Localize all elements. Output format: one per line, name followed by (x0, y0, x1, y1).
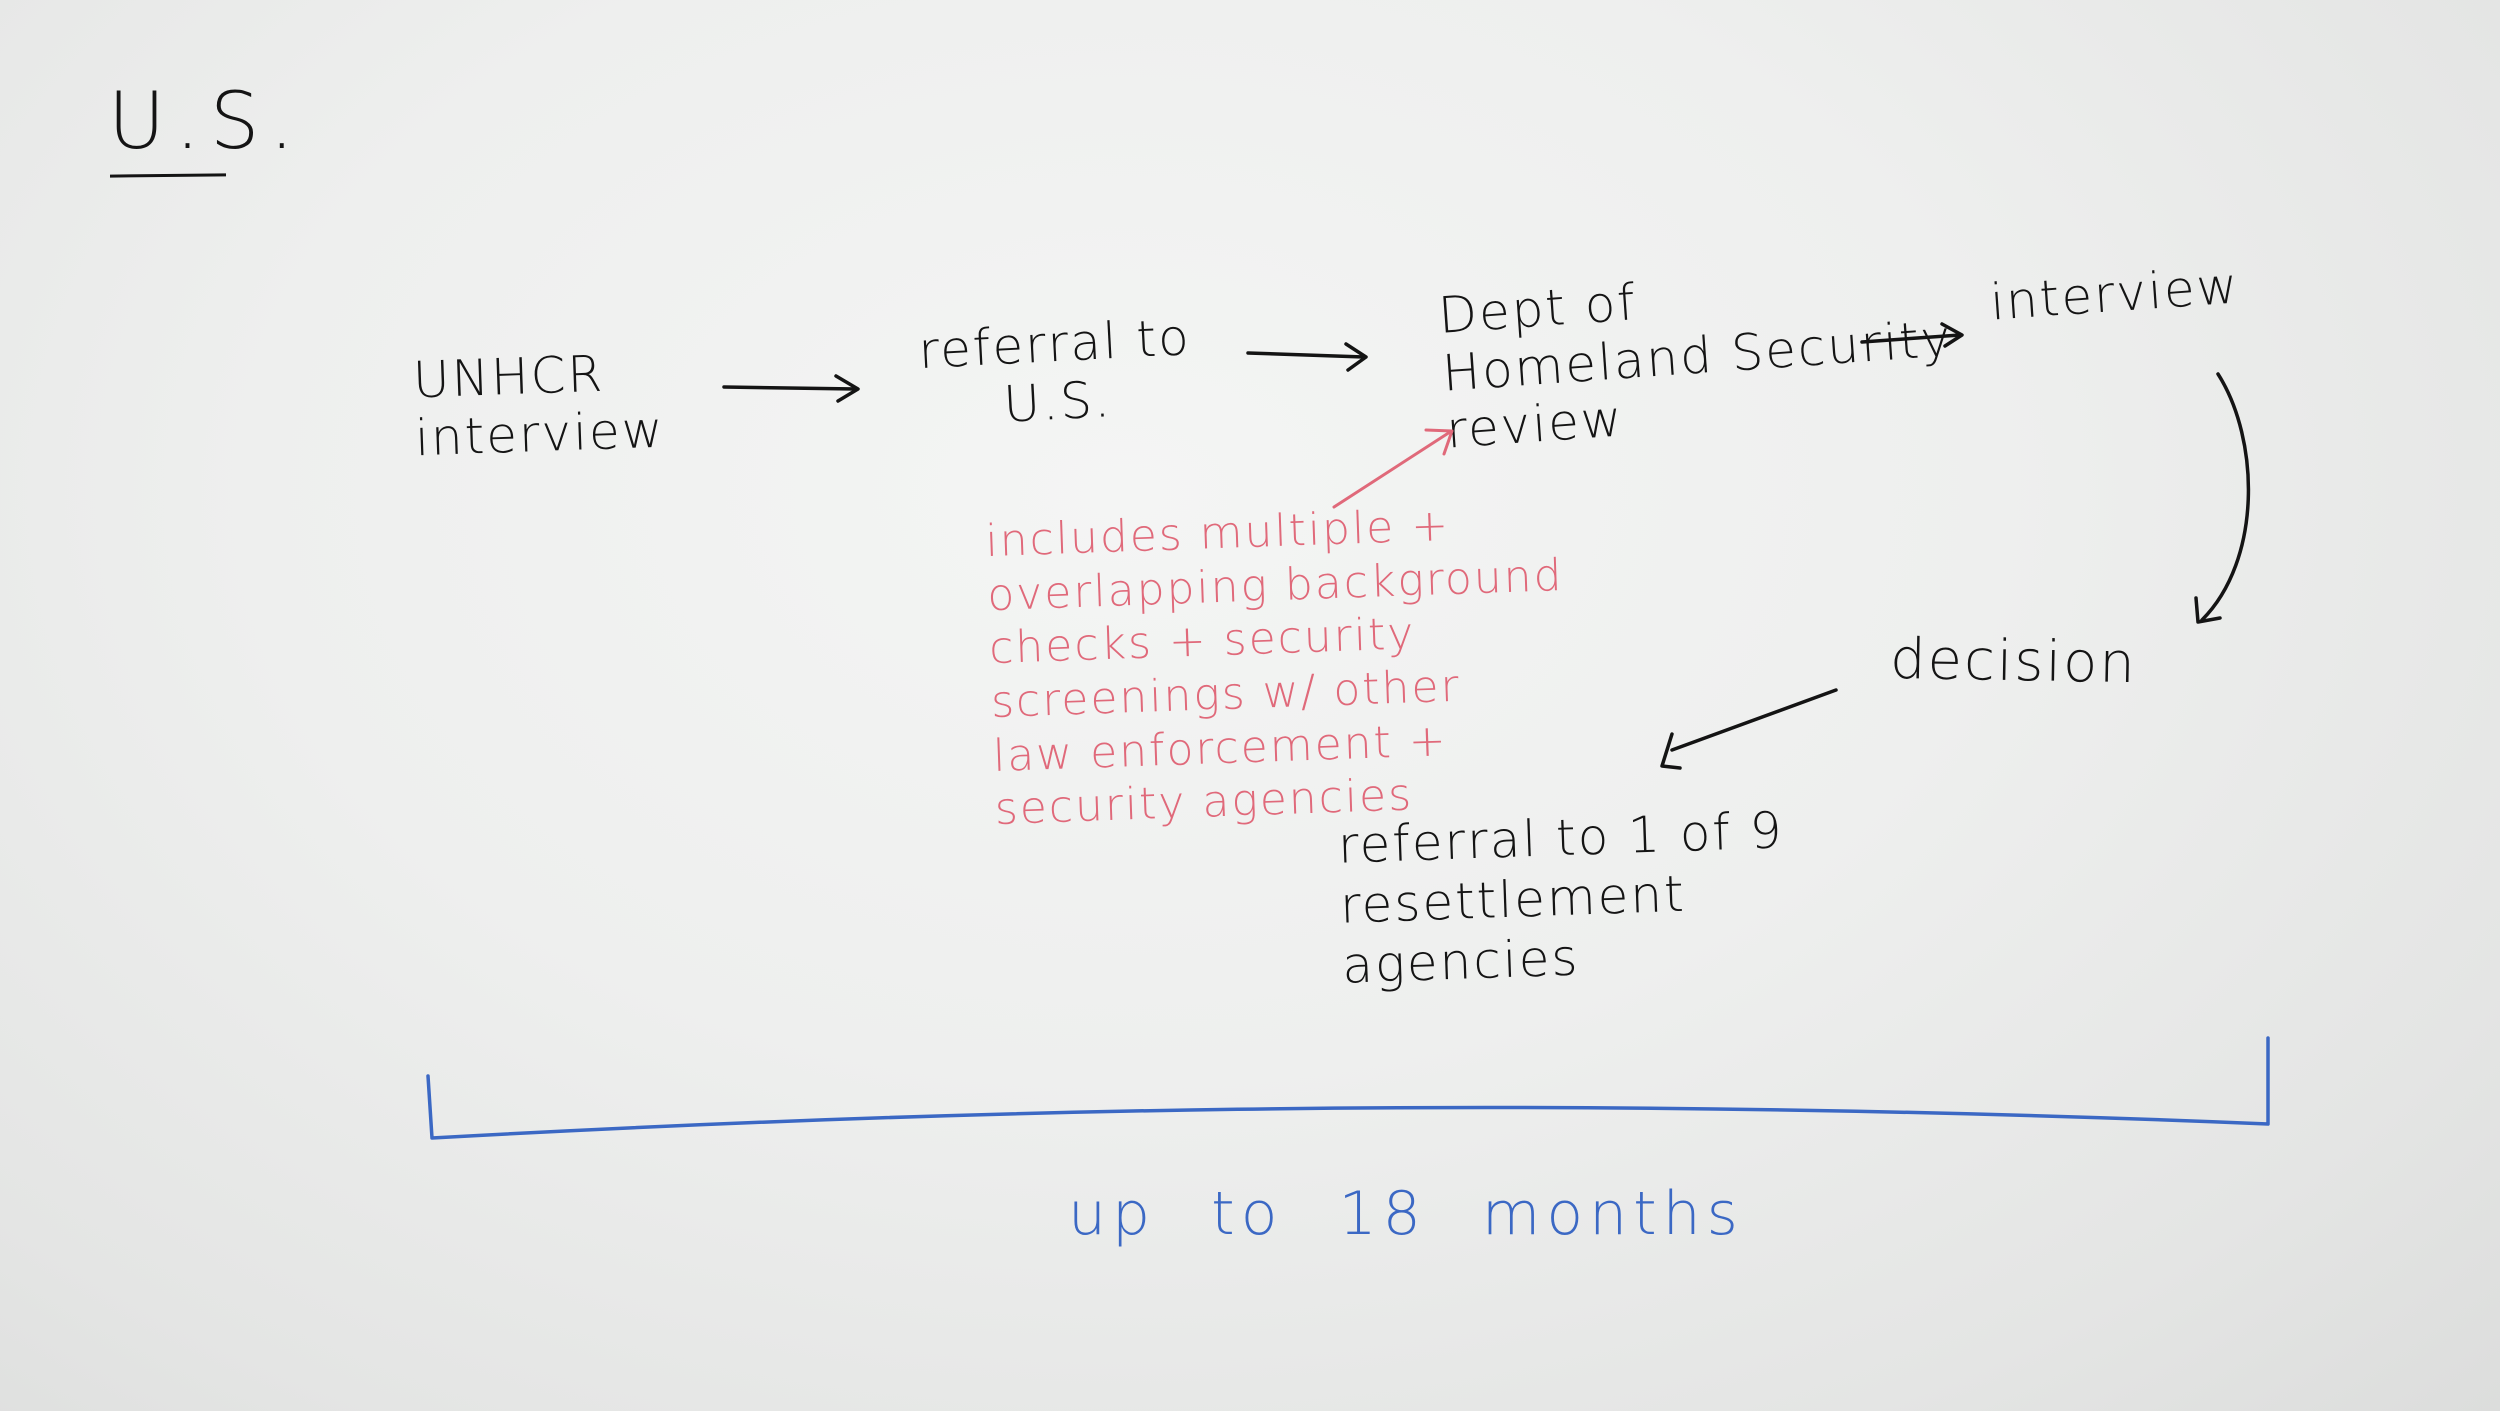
diagram-title: U.S. (108, 77, 305, 167)
timeline-label: up to 18 months (1068, 1179, 1744, 1249)
arrow-decision-to-resettlement (1660, 688, 1838, 770)
arrow-dhs-to-interview (1860, 322, 1964, 348)
arrow-unhcr-to-referral (722, 374, 860, 403)
arrow-interview-to-decision (2194, 372, 2251, 624)
arrow-referral-to-dhs (1246, 342, 1368, 372)
arrow-annotation-to-dhs (1332, 428, 1454, 509)
timeline-bracket (426, 1036, 2270, 1140)
